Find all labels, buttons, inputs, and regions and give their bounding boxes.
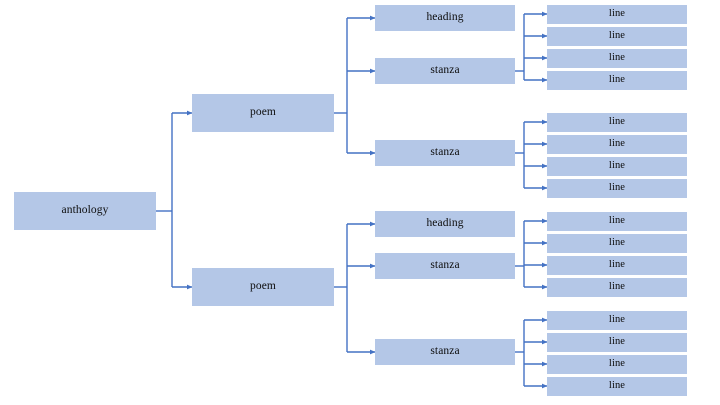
node-line-4-4[interactable]: line xyxy=(547,377,687,396)
node-stanza-2-2[interactable]: stanza xyxy=(375,339,515,365)
node-line-2-4[interactable]: line xyxy=(547,179,687,198)
node-label: poem xyxy=(250,106,276,119)
node-line-1-4[interactable]: line xyxy=(547,71,687,90)
node-label: line xyxy=(608,281,626,293)
node-label: stanza xyxy=(430,64,460,77)
node-label: anthology xyxy=(61,204,109,217)
node-label: heading xyxy=(426,217,464,230)
node-stanza-1-1[interactable]: stanza xyxy=(375,58,515,84)
node-label: line xyxy=(608,74,626,86)
node-label: line xyxy=(608,314,626,326)
node-line-3-1[interactable]: line xyxy=(547,212,687,231)
connector-stanza1-2-to-lines xyxy=(515,119,548,191)
node-stanza-1-2[interactable]: stanza xyxy=(375,140,515,166)
connector-stanza1-1-to-lines xyxy=(515,11,548,83)
node-anthology[interactable]: anthology xyxy=(14,192,156,230)
node-line-2-3[interactable]: line xyxy=(547,157,687,176)
node-line-4-2[interactable]: line xyxy=(547,333,687,352)
node-line-4-3[interactable]: line xyxy=(547,355,687,374)
node-label: line xyxy=(608,182,626,194)
node-label: line xyxy=(608,215,626,227)
connector-anthology-to-poems xyxy=(156,110,193,290)
node-label: line xyxy=(608,30,626,42)
node-label: heading xyxy=(426,11,464,24)
node-line-1-3[interactable]: line xyxy=(547,49,687,68)
node-line-1-1[interactable]: line xyxy=(547,5,687,24)
node-line-3-4[interactable]: line xyxy=(547,278,687,297)
connector-poem2-to-children xyxy=(334,221,376,355)
node-label: stanza xyxy=(430,345,460,358)
connector-poem1-to-children xyxy=(334,15,376,156)
node-label: line xyxy=(608,52,626,64)
node-poem-1[interactable]: poem xyxy=(192,94,334,132)
node-label: line xyxy=(608,380,626,392)
node-label: line xyxy=(608,237,626,249)
node-label: stanza xyxy=(430,146,460,159)
connector-stanza2-2-to-lines xyxy=(515,317,548,389)
node-line-3-2[interactable]: line xyxy=(547,234,687,253)
node-label: line xyxy=(608,138,626,150)
node-label: line xyxy=(608,358,626,370)
node-label: line xyxy=(608,8,626,20)
node-line-4-1[interactable]: line xyxy=(547,311,687,330)
node-label: line xyxy=(608,160,626,172)
node-line-3-3[interactable]: line xyxy=(547,256,687,275)
node-label: stanza xyxy=(430,259,460,272)
node-label: line xyxy=(608,116,626,128)
node-line-2-1[interactable]: line xyxy=(547,113,687,132)
node-label: line xyxy=(608,336,626,348)
node-line-2-2[interactable]: line xyxy=(547,135,687,154)
node-label: line xyxy=(608,259,626,271)
node-poem-2[interactable]: poem xyxy=(192,268,334,306)
connector-stanza2-1-to-lines xyxy=(515,218,548,290)
node-heading-1[interactable]: heading xyxy=(375,5,515,31)
node-stanza-2-1[interactable]: stanza xyxy=(375,253,515,279)
node-label: poem xyxy=(250,280,276,293)
node-heading-2[interactable]: heading xyxy=(375,211,515,237)
node-line-1-2[interactable]: line xyxy=(547,27,687,46)
